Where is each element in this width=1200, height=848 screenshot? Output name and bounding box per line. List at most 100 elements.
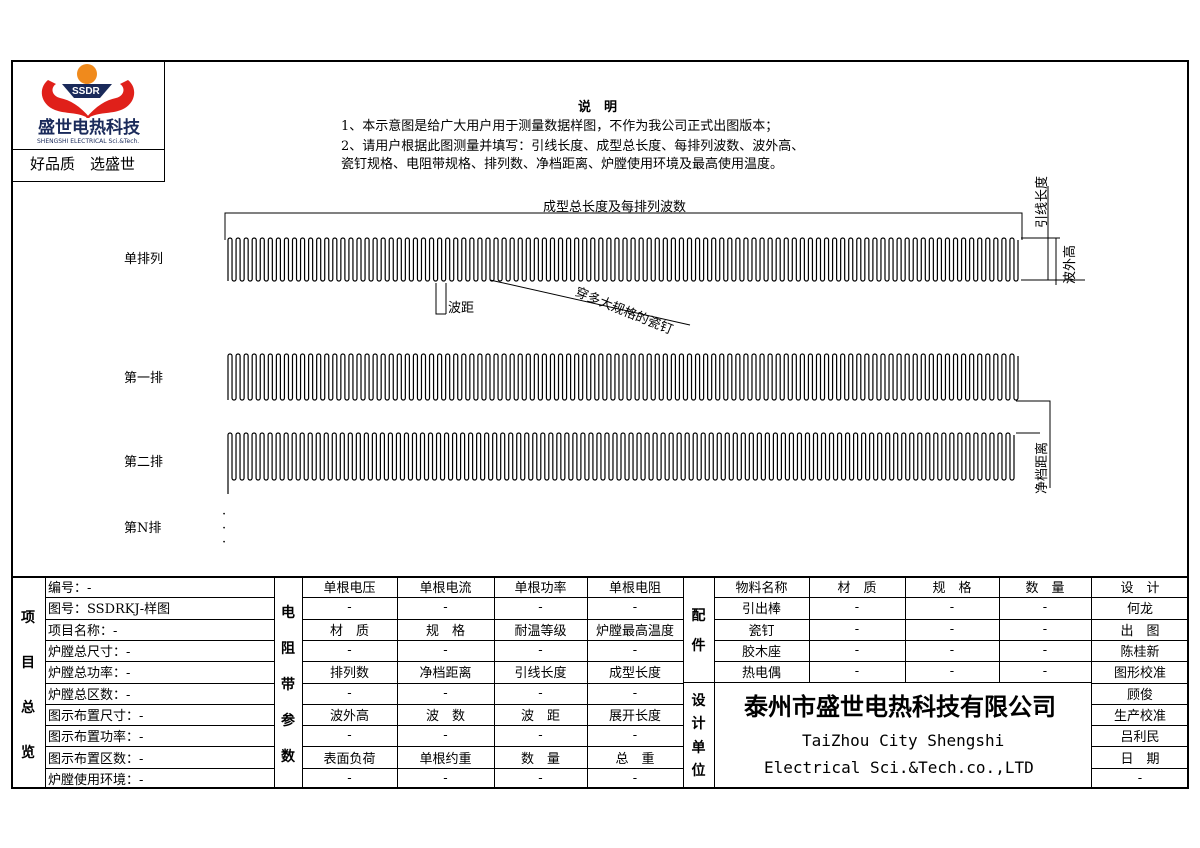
signoff-cell: 设 计 (1120, 581, 1160, 597)
parts-cell: - (854, 621, 860, 637)
row-divider (302, 618, 683, 620)
clear-distance-label: 净档距离 (1035, 441, 1050, 494)
row-divider (1091, 639, 1189, 641)
resistance-cell: - (632, 643, 638, 659)
drawing-frame (11, 60, 1189, 789)
notes-line-3: 瓷钉规格、电阻带规格、排列数、净档距离、炉膛使用环境及最高使用温度。 (341, 157, 784, 172)
resistance-cell: 表面负荷 (323, 751, 376, 767)
row-divider (1091, 682, 1189, 684)
project-field: 炉膛总尺寸：- (48, 645, 131, 661)
table-top-border (11, 576, 1189, 578)
resistance-cell: 单根电流 (419, 581, 472, 597)
notes-line-1: 1、本示意图是给广大用户用于测量数据样图，不作为我公司正式出图版本； (341, 119, 779, 134)
logo-divider (164, 60, 165, 182)
parts-cell: 胶木座 (741, 645, 781, 661)
project-field: 图示布置尺寸：- (48, 708, 144, 724)
signoff-cell: 图形校准 (1113, 666, 1166, 682)
row-divider (45, 767, 274, 769)
parts-cell: - (854, 643, 860, 659)
parts-cell: 物料名称 (735, 581, 788, 597)
parts-title: 配件 (691, 608, 706, 654)
resistance-cell: - (347, 643, 352, 659)
row-divider (45, 597, 274, 599)
row-divider (45, 661, 274, 663)
row-divider (1091, 618, 1189, 620)
parts-cell: - (854, 600, 860, 616)
lead-length-label: 引线长度 (1035, 175, 1050, 228)
row-divider (302, 703, 683, 705)
project-field: 炉膛总区数：- (48, 687, 131, 703)
resistance-cell: - (632, 685, 638, 701)
row-label-single: 单排列 (124, 252, 164, 267)
first-row-wave (227, 353, 1019, 401)
parts-cell: 引出棒 (741, 602, 781, 618)
row-divider (714, 639, 1091, 641)
parts-cell: 规 格 (932, 581, 972, 597)
resistance-cell: - (443, 600, 448, 616)
project-field: 图号：SSDRKJ-样图 (48, 602, 171, 618)
resistance-cell: - (347, 728, 352, 744)
resistance-cell: - (538, 770, 543, 786)
resistance-cell: - (347, 685, 352, 701)
row-divider (45, 725, 274, 727)
resistance-params-title: 电阻带参数 (281, 605, 295, 765)
project-field: 项目名称：- (48, 623, 118, 639)
resistance-cell: - (443, 685, 448, 701)
row-label-n: 第N排 (124, 521, 162, 536)
design-unit-company-cn: 泰州市盛世电热科技有限公司 (744, 692, 1056, 721)
resistance-cell: - (632, 728, 638, 744)
col-divider (494, 576, 495, 789)
resistance-cell: 规 格 (425, 623, 465, 639)
resistance-cell: 炉膛最高温度 (595, 623, 674, 639)
clear-distance-dimension (1016, 400, 1051, 488)
resistance-cell: 净档距离 (419, 666, 472, 682)
single-row-wave (227, 237, 1019, 282)
resistance-cell: 耐温等级 (514, 623, 567, 639)
second-row-wave (227, 432, 1015, 494)
project-field: 图示布置功率：- (48, 730, 144, 746)
resistance-cell: - (347, 600, 352, 616)
col-divider (905, 576, 906, 682)
logo-company-en: SHENGSHI ELECTRICAL Sci.&Tech. (37, 138, 140, 145)
parts-cell: 材 质 (837, 581, 877, 597)
row-divider (45, 703, 274, 705)
resistance-cell: - (632, 770, 638, 786)
logo-slogan: 好品质 选盛世 (30, 155, 136, 173)
parts-cell: - (1042, 664, 1048, 680)
parts-cell: - (1042, 643, 1048, 659)
parts-cell: - (949, 664, 955, 680)
row-divider (302, 682, 683, 684)
row-divider (45, 746, 274, 748)
col-divider (999, 576, 1000, 682)
row-divider (1091, 703, 1189, 705)
resistance-cell: 数 量 (520, 751, 560, 767)
design-unit-company-en-2: Electrical Sci.&Tech.co.,LTD (764, 758, 1034, 777)
parts-cell: - (1042, 621, 1048, 637)
col-divider (809, 576, 810, 682)
wave-height-label: 波外高 (1063, 244, 1078, 284)
project-field: 炉膛总功率：- (48, 666, 131, 682)
resistance-cell: 排列数 (329, 666, 369, 682)
row-divider (714, 661, 1091, 663)
resistance-cell: 总 重 (615, 751, 655, 767)
resistance-cell: 材 质 (329, 623, 369, 639)
design-unit-company-en-1: TaiZhou City Shengshi (802, 731, 1005, 750)
logo-bottom-divider (11, 181, 165, 182)
porcelain-nail-leader (489, 279, 691, 326)
resistance-cell: 展开长度 (608, 708, 661, 724)
logo-brand-text: SSDR (72, 86, 100, 97)
row-divider (45, 618, 274, 620)
project-field: 图示布置区数：- (48, 751, 144, 767)
row-divider (1091, 767, 1189, 769)
resistance-cell: 波 数 (425, 708, 465, 724)
ellipsis-dot-1: · (222, 507, 227, 522)
resistance-cell: - (632, 600, 638, 616)
signoff-cell: 吕利民 (1120, 730, 1160, 746)
parts-cell: 热电偶 (741, 666, 781, 682)
resistance-cell: - (538, 685, 543, 701)
signoff-cell: 陈桂新 (1120, 645, 1160, 661)
resistance-cell: - (538, 600, 543, 616)
parts-cell: - (949, 643, 955, 659)
row-divider (302, 639, 683, 641)
